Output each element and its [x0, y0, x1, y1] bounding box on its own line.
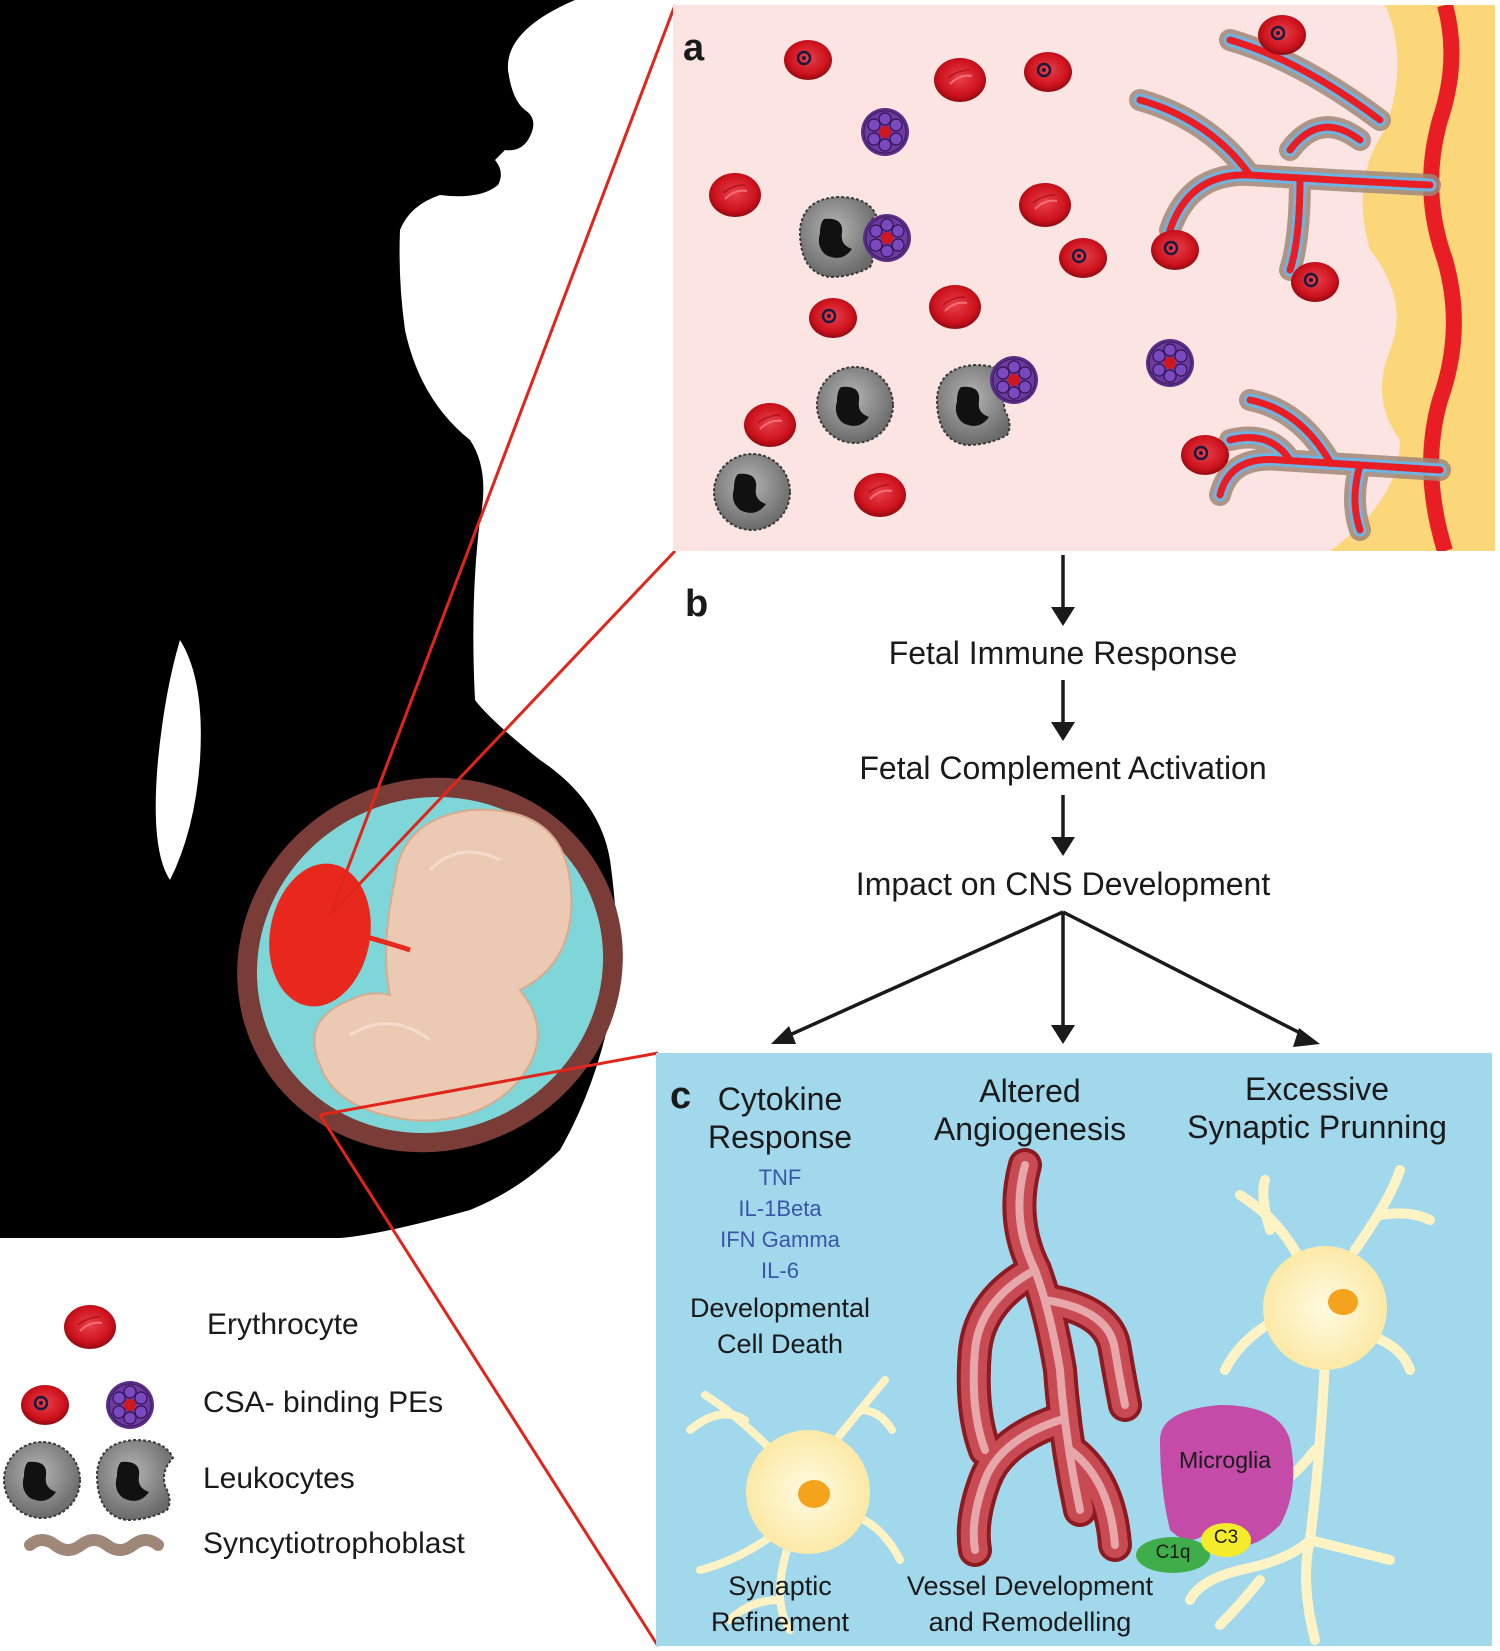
angiogenesis-title: Altered Angiogenesis	[910, 1072, 1150, 1148]
cytokine-tnf: TNF	[758, 1165, 802, 1190]
decidua	[1330, 5, 1495, 551]
neuron-right	[1185, 1165, 1435, 1645]
legend-csa-binding-pes: CSA- binding PEs	[203, 1386, 444, 1419]
panel-a-illustration	[673, 5, 1495, 551]
vessel-line1: Vessel Development	[906, 1571, 1154, 1601]
developmental-line1: Developmental	[689, 1293, 871, 1323]
flow-step-complement-activation: Fetal Complement Activation	[859, 750, 1267, 786]
c1q-complement	[1136, 1537, 1210, 1573]
panel-label-b: b	[685, 583, 709, 625]
flow-step-immune-response: Fetal Immune Response	[888, 635, 1238, 671]
panel-label-c: c	[670, 1075, 692, 1117]
panel-c-illustration	[656, 1053, 1492, 1646]
angiogenesis-title-line1: Altered	[979, 1073, 1081, 1109]
developmental-line2: Cell Death	[716, 1329, 844, 1359]
legend-syncytiotrophoblast: Syncytiotrophoblast	[203, 1527, 465, 1560]
developmental-cell-death-label: Developmental Cell Death	[670, 1290, 890, 1362]
cytokine-title-line2: Response	[707, 1119, 853, 1155]
cytokine-il1beta: IL-1Beta	[738, 1196, 822, 1221]
vessel-line2: and Remodelling	[928, 1607, 1132, 1637]
cytokine-il6: IL-6	[761, 1258, 799, 1283]
c3-label: C3	[1213, 1527, 1239, 1548]
synaptic-line1: Synaptic	[728, 1571, 832, 1601]
legend-erythrocyte: Erythrocyte	[207, 1308, 359, 1341]
cytokine-title: Cytokine Response	[680, 1080, 880, 1156]
zoom-lines	[318, 4, 677, 1647]
fetus	[313, 808, 573, 1122]
c3-complement	[1201, 1523, 1251, 1557]
panel-label-a: a	[683, 27, 705, 69]
spiral-artery	[1423, 5, 1462, 551]
microglia-label: Microglia	[1178, 1447, 1272, 1473]
cytokine-list: TNF IL-1Beta IFN Gamma IL-6	[700, 1162, 860, 1286]
cytokine-ifn-gamma: IFN Gamma	[720, 1227, 840, 1252]
pruning-title: Excessive Synaptic Prunning	[1172, 1070, 1462, 1146]
syncytio-icon	[24, 1534, 164, 1556]
c1q-label: C1q	[1155, 1542, 1191, 1563]
arm-gap	[155, 640, 201, 880]
cytokine-title-line1: Cytokine	[717, 1081, 843, 1117]
flow-step-cns-impact: Impact on CNS Development	[855, 866, 1271, 902]
flow-arrows	[771, 555, 1320, 1047]
microglia	[1160, 1405, 1294, 1546]
pruning-title-line2: Synaptic Prunning	[1187, 1109, 1447, 1145]
synaptic-line2: Refinement	[710, 1607, 850, 1637]
blood-vessel	[956, 1148, 1142, 1567]
vessel-development-label: Vessel Development and Remodelling	[880, 1568, 1180, 1640]
legend-icons	[3, 1304, 174, 1556]
angiogenesis-title-line2: Angiogenesis	[933, 1111, 1127, 1147]
synaptic-refinement-label: Synaptic Refinement	[680, 1568, 880, 1640]
legend-leukocytes: Leukocytes	[203, 1462, 355, 1495]
pruning-title-line1: Excessive	[1244, 1071, 1390, 1107]
